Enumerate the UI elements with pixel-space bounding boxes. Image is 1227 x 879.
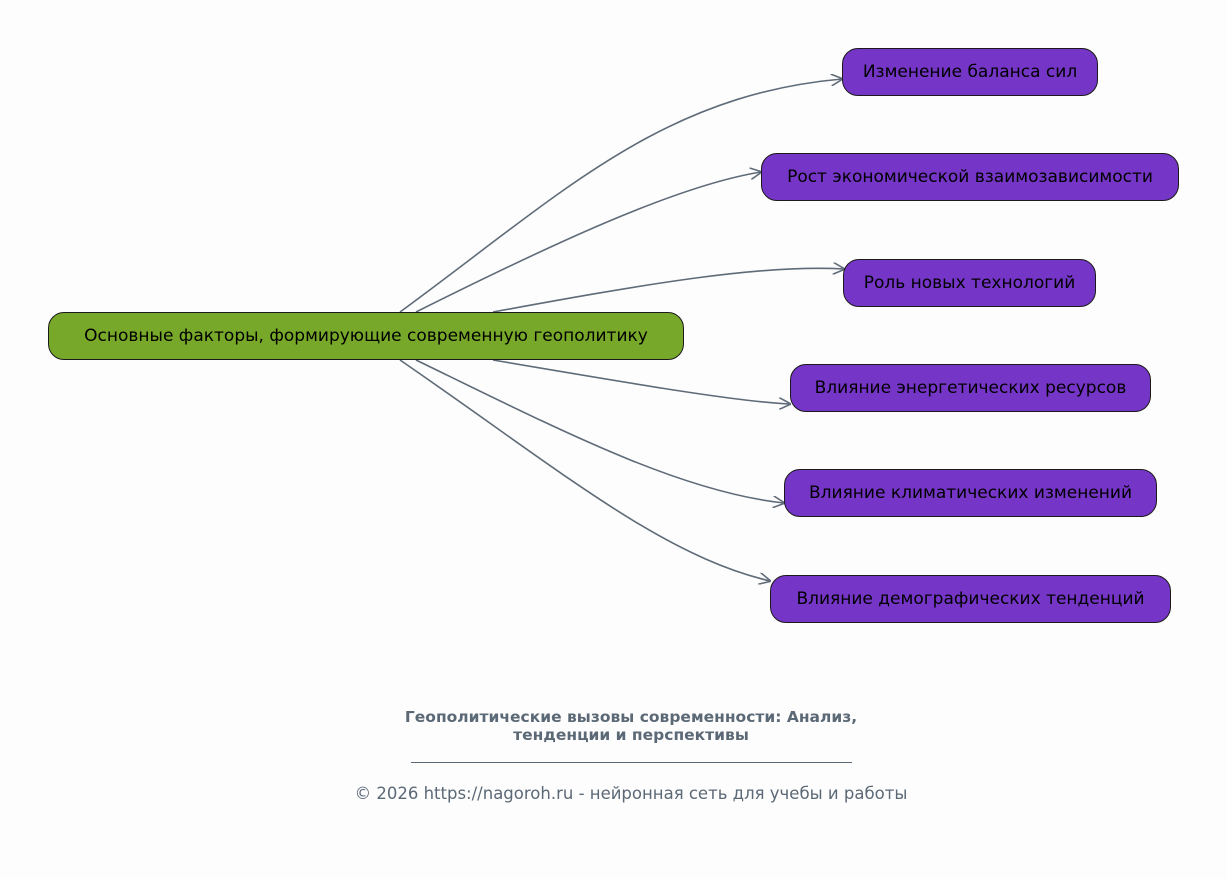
edge-root-to-child-5 bbox=[399, 359, 770, 581]
child-node[interactable]: Рост экономической взаимозависимости bbox=[761, 153, 1179, 201]
root-node[interactable]: Основные факторы, формирующие современну… bbox=[48, 312, 684, 360]
footer-copyright: © 2026 https://nagoroh.ru - нейронная се… bbox=[354, 784, 908, 803]
footer-title-line1: Геополитические вызовы современности: Ан… bbox=[404, 708, 858, 726]
edge-root-to-child-0 bbox=[399, 79, 842, 313]
child-node[interactable]: Влияние климатических изменений bbox=[784, 469, 1157, 517]
child-node[interactable]: Роль новых технологий bbox=[843, 259, 1096, 307]
footer-title-line2: тенденции и перспективы bbox=[513, 726, 749, 744]
edge-root-to-child-1 bbox=[415, 172, 761, 313]
child-node-label: Влияние энергетических ресурсов bbox=[814, 378, 1127, 398]
root-node-label: Основные факторы, формирующие современну… bbox=[84, 326, 648, 346]
child-node[interactable]: Влияние энергетических ресурсов bbox=[790, 364, 1151, 412]
child-node-label: Рост экономической взаимозависимости bbox=[787, 167, 1153, 187]
footer-title: Геополитические вызовы современности: Ан… bbox=[0, 708, 1227, 744]
edge-root-to-child-3 bbox=[492, 359, 790, 404]
footer-divider bbox=[411, 762, 852, 763]
child-node-label: Влияние климатических изменений bbox=[809, 483, 1132, 503]
edge-root-to-child-4 bbox=[415, 359, 784, 503]
child-node-label: Изменение баланса сил bbox=[862, 62, 1078, 82]
child-node[interactable]: Изменение баланса сил bbox=[842, 48, 1098, 96]
child-node-label: Роль новых технологий bbox=[863, 273, 1076, 293]
child-node-label: Влияние демографических тенденций bbox=[796, 589, 1145, 609]
edge-root-to-child-2 bbox=[492, 268, 844, 313]
child-node[interactable]: Влияние демографических тенденций bbox=[770, 575, 1171, 623]
